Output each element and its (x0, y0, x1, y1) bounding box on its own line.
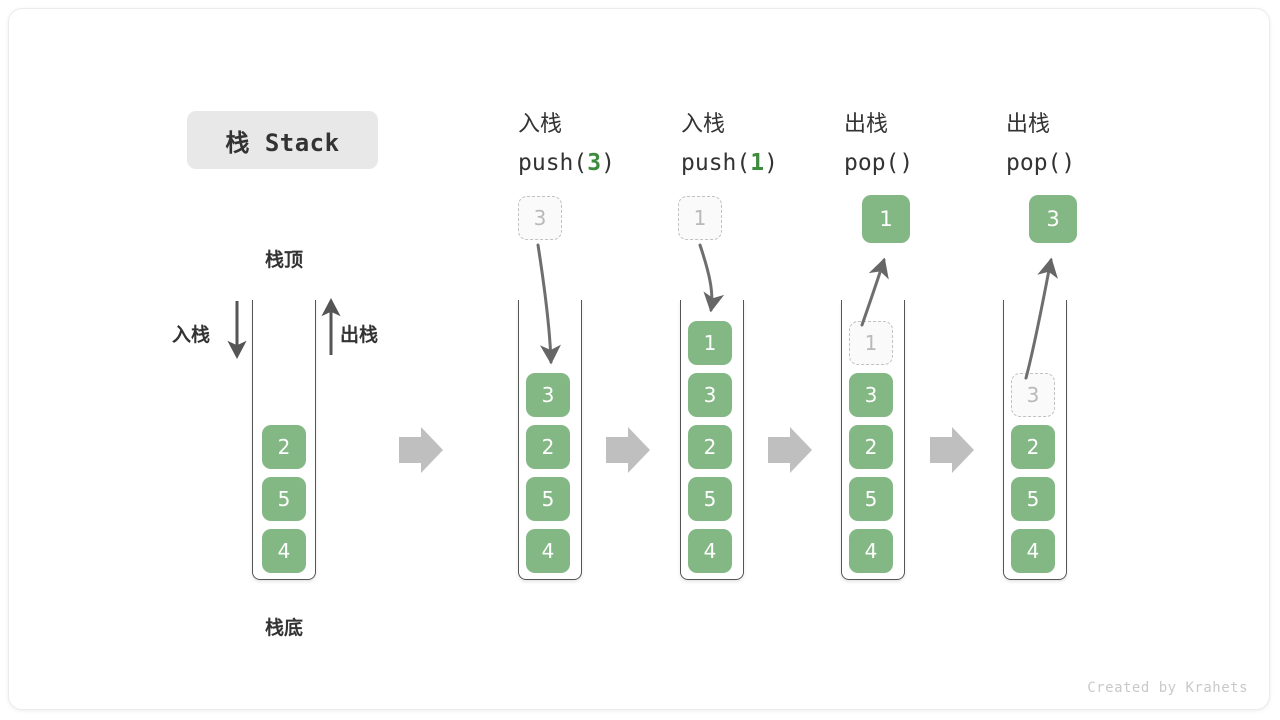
column-header-cn: 入栈 (681, 112, 726, 137)
stack-container-pop-1 (841, 300, 905, 580)
outgoing-ghost-cell: 1 (849, 321, 893, 365)
stack-cell: 5 (688, 477, 732, 521)
stack-container-push-1 (680, 300, 744, 580)
stack-cell: 5 (526, 477, 570, 521)
stack-cell: 4 (262, 529, 306, 573)
code-prefix: pop( (1006, 150, 1062, 176)
push-direction-label: 入栈 (172, 324, 211, 346)
stack-cell: 2 (262, 425, 306, 469)
code-suffix: ) (1061, 150, 1076, 176)
stack-cell: 4 (1011, 529, 1055, 573)
code-prefix: push( (681, 150, 751, 176)
popped-cell: 1 (862, 195, 910, 243)
stack-cell: 2 (849, 425, 893, 469)
stack-cell: 2 (688, 425, 732, 469)
code-suffix: ) (764, 150, 778, 176)
column-header-code: pop() (1006, 144, 1075, 182)
column-header-code: push(1) (681, 144, 778, 182)
column-header-cn: 出栈 (1006, 112, 1051, 137)
column-header-pop-1: 出栈 pop() (844, 106, 913, 182)
code-prefix: pop( (844, 150, 900, 176)
stack-cell: 4 (526, 529, 570, 573)
stack-cell: 2 (1011, 425, 1055, 469)
stack-cell: 5 (849, 477, 893, 521)
stack-cell: 3 (849, 373, 893, 417)
column-header-push-3: 入栈 push(3) (518, 106, 615, 182)
stack-cell: 4 (849, 529, 893, 573)
stack-container-initial (252, 300, 316, 580)
stack-cell: 3 (526, 373, 570, 417)
stack-cell: 4 (688, 529, 732, 573)
code-argument: 1 (750, 150, 765, 176)
column-header-code: pop() (844, 144, 913, 182)
code-suffix: ) (601, 150, 615, 176)
code-prefix: push( (518, 150, 588, 176)
incoming-ghost-cell: 1 (678, 196, 722, 240)
stack-cell: 5 (262, 477, 306, 521)
code-argument: 3 (587, 150, 602, 176)
outgoing-ghost-cell: 3 (1011, 373, 1055, 417)
watermark: Created by Krahets (1087, 680, 1248, 696)
stack-top-label: 栈顶 (264, 249, 303, 271)
incoming-ghost-cell: 3 (518, 196, 562, 240)
pop-direction-label: 出栈 (340, 324, 379, 346)
stack-cell: 3 (688, 373, 732, 417)
stack-cell: 2 (526, 425, 570, 469)
title-badge: 栈 Stack (187, 111, 378, 169)
stack-container-push-3 (518, 300, 582, 580)
code-suffix: ) (899, 150, 914, 176)
stack-bottom-label: 栈底 (264, 617, 303, 639)
stack-cell: 5 (1011, 477, 1055, 521)
column-header-cn: 出栈 (844, 112, 889, 137)
stack-cell: 1 (688, 321, 732, 365)
column-header-push-1: 入栈 push(1) (681, 106, 778, 182)
popped-cell: 3 (1029, 195, 1077, 243)
column-header-code: push(3) (518, 144, 615, 182)
column-header-pop-3: 出栈 pop() (1006, 106, 1075, 182)
stack-container-pop-3 (1003, 300, 1067, 580)
column-header-cn: 入栈 (518, 112, 563, 137)
